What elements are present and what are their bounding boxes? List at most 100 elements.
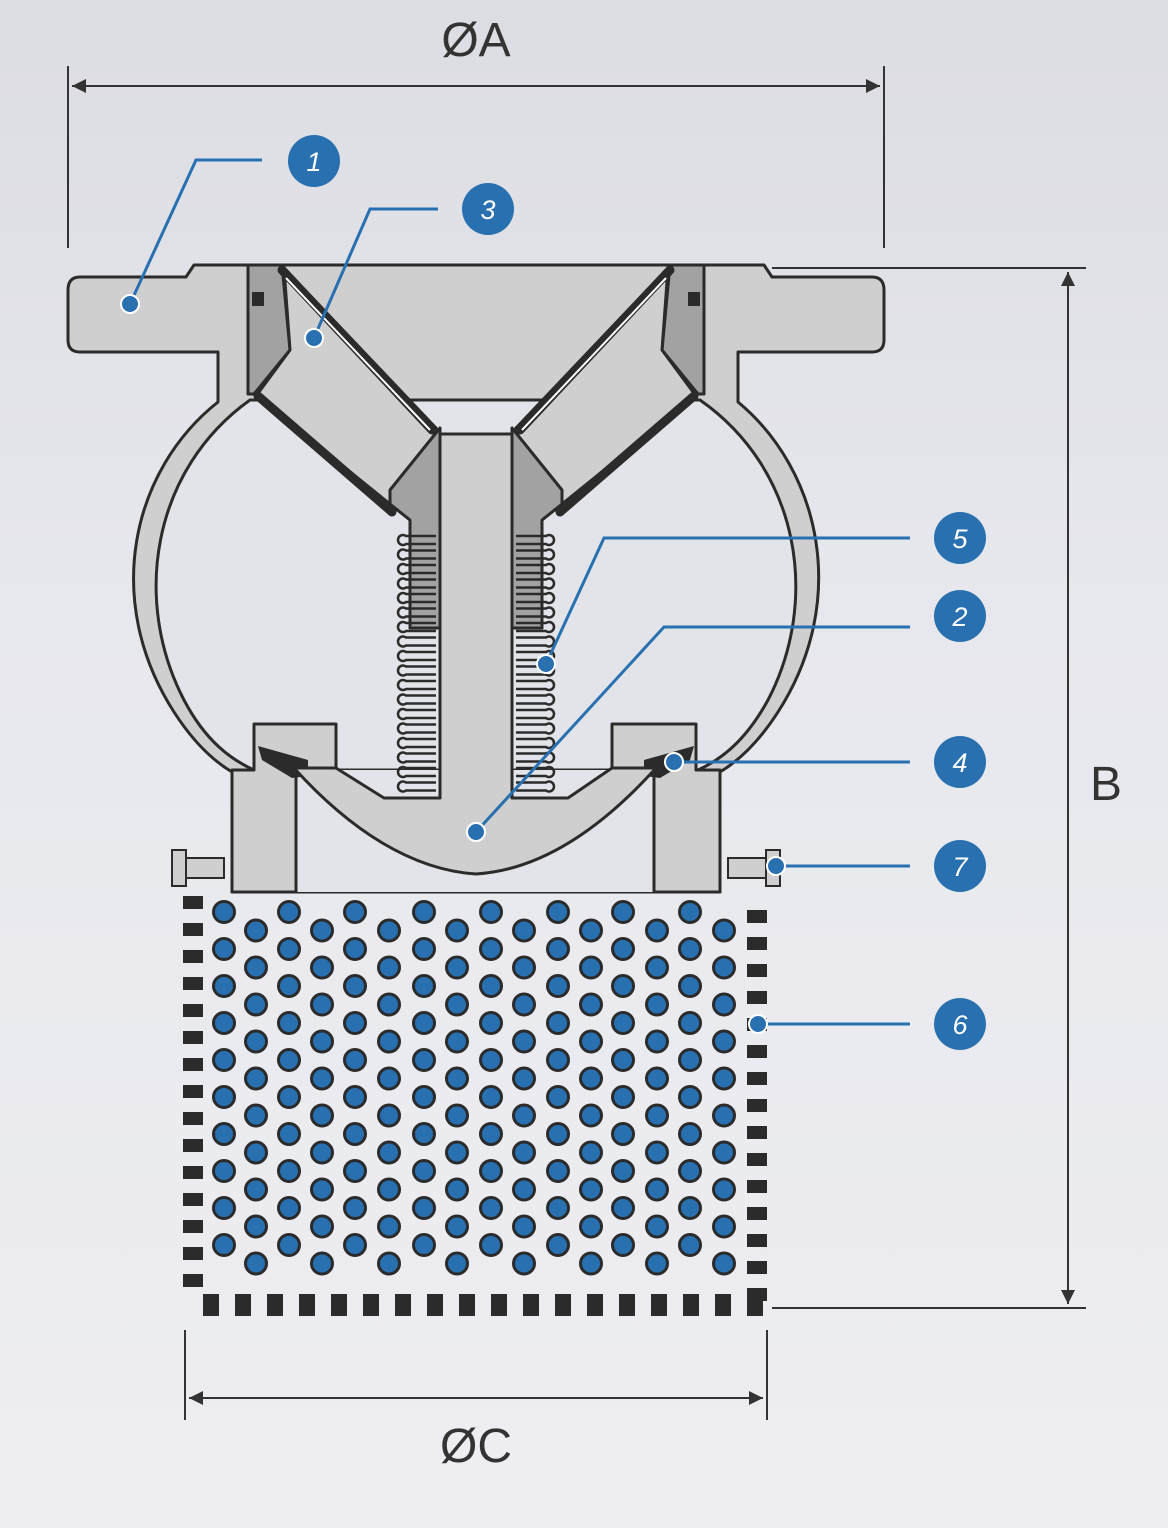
strainer-frame-segment <box>183 923 203 936</box>
strainer-hole <box>712 1066 736 1091</box>
strainer-frame-segment <box>183 1247 203 1260</box>
strainer-hole <box>244 1029 268 1054</box>
strainer-hole <box>445 1177 469 1202</box>
strainer-hole <box>277 1085 301 1109</box>
strainer-hole <box>412 974 436 998</box>
strainer-hole <box>343 1159 367 1183</box>
strainer-frame-segment <box>523 1294 539 1316</box>
strainer-hole <box>645 955 669 980</box>
strainer-hole <box>212 1085 236 1109</box>
spring-coil <box>516 635 556 648</box>
strainer-hole <box>412 937 436 961</box>
strainer-hole <box>611 1048 635 1072</box>
strainer-frame-segment <box>183 1220 203 1233</box>
strainer-hole <box>479 974 503 998</box>
strainer-hole <box>479 1159 503 1183</box>
strainer-frame-segment <box>395 1294 411 1316</box>
strainer-frame-segment <box>183 1031 203 1044</box>
strainer-frame-segment <box>747 1294 763 1316</box>
strainer-frame-segment <box>235 1294 251 1316</box>
strainer-hole <box>645 1029 669 1054</box>
spring-coil <box>396 635 436 648</box>
strainer-hole <box>546 1085 570 1109</box>
strainer-hole <box>277 1159 301 1183</box>
strainer-hole <box>712 1140 736 1165</box>
strainer-hole <box>546 1233 570 1257</box>
spring-coil <box>516 707 556 721</box>
strainer-hole <box>546 1048 570 1072</box>
callout-4-label: 4 <box>952 748 967 778</box>
strainer-hole <box>277 974 301 998</box>
spring-coil <box>516 533 556 547</box>
strainer-hole <box>678 1122 702 1146</box>
strainer-hole <box>412 1196 436 1220</box>
strainer-hole <box>546 1122 570 1146</box>
strainer-hole <box>445 1029 469 1054</box>
strainer-hole <box>343 1085 367 1109</box>
strainer-hole <box>712 918 736 943</box>
strainer-hole <box>579 1214 603 1239</box>
strainer-frame <box>183 896 767 1316</box>
strainer-hole <box>244 1177 268 1202</box>
strainer-hole <box>512 992 536 1017</box>
strainer-hole <box>579 1066 603 1091</box>
strainer-frame-segment <box>747 1153 767 1166</box>
strainer-hole <box>678 900 702 924</box>
strainer-frame-segment <box>363 1294 379 1316</box>
strainer-hole <box>512 1251 536 1276</box>
strainer-hole <box>277 1048 301 1072</box>
strainer-hole <box>678 937 702 961</box>
strainer-hole <box>445 1251 469 1276</box>
strainer-hole <box>678 1011 702 1035</box>
strainer-hole <box>310 918 334 943</box>
spring-coil <box>396 649 436 663</box>
strainer-hole <box>678 1048 702 1072</box>
strainer-hole <box>445 1103 469 1128</box>
strainer-hole <box>212 974 236 998</box>
dimension-a: ØA <box>67 14 885 248</box>
strainer-hole <box>712 1029 736 1054</box>
callout-leaders <box>128 158 910 1026</box>
strainer-hole <box>412 900 436 924</box>
strainer-frame-segment <box>299 1294 315 1316</box>
spring-coil <box>396 664 436 677</box>
strainer-hole <box>579 1177 603 1202</box>
strainer-hole <box>579 992 603 1017</box>
strainer-frame-segment <box>747 910 767 923</box>
strainer-hole <box>445 1066 469 1091</box>
strainer-hole <box>212 1196 236 1220</box>
strainer-hole <box>377 1251 401 1276</box>
strainer-hole <box>310 1140 334 1165</box>
strainer-hole <box>244 918 268 943</box>
strainer-hole <box>377 992 401 1017</box>
strainer-hole <box>712 1251 736 1276</box>
strainer-hole <box>445 1214 469 1239</box>
strainer-hole <box>212 1122 236 1146</box>
strainer-hole <box>579 1029 603 1054</box>
strainer-hole <box>343 1233 367 1257</box>
strainer-hole <box>678 974 702 998</box>
strainer-hole <box>412 1048 436 1072</box>
spring-coil <box>396 751 436 764</box>
strainer-frame-segment <box>651 1294 667 1316</box>
strainer-hole <box>244 955 268 980</box>
strainer-hole <box>479 1085 503 1109</box>
spring-coil <box>516 620 556 634</box>
strainer-hole <box>310 1066 334 1091</box>
callout-7-label: 7 <box>952 852 968 882</box>
spring-coil <box>516 606 556 619</box>
strainer-frame-segment <box>747 1234 767 1247</box>
strainer-hole <box>611 1196 635 1220</box>
callout-5-label: 5 <box>952 524 968 554</box>
strainer-hole <box>377 1214 401 1239</box>
dimension-b: B <box>772 267 1122 1309</box>
strainer-hole <box>479 937 503 961</box>
callout-1: 1 <box>288 135 340 187</box>
spring-coil <box>396 765 436 779</box>
strainer-hole <box>244 1140 268 1165</box>
strainer-hole <box>479 1122 503 1146</box>
strainer-hole <box>546 937 570 961</box>
spring-coil <box>516 577 556 590</box>
spring-coil <box>396 577 436 590</box>
strainer-hole <box>611 900 635 924</box>
